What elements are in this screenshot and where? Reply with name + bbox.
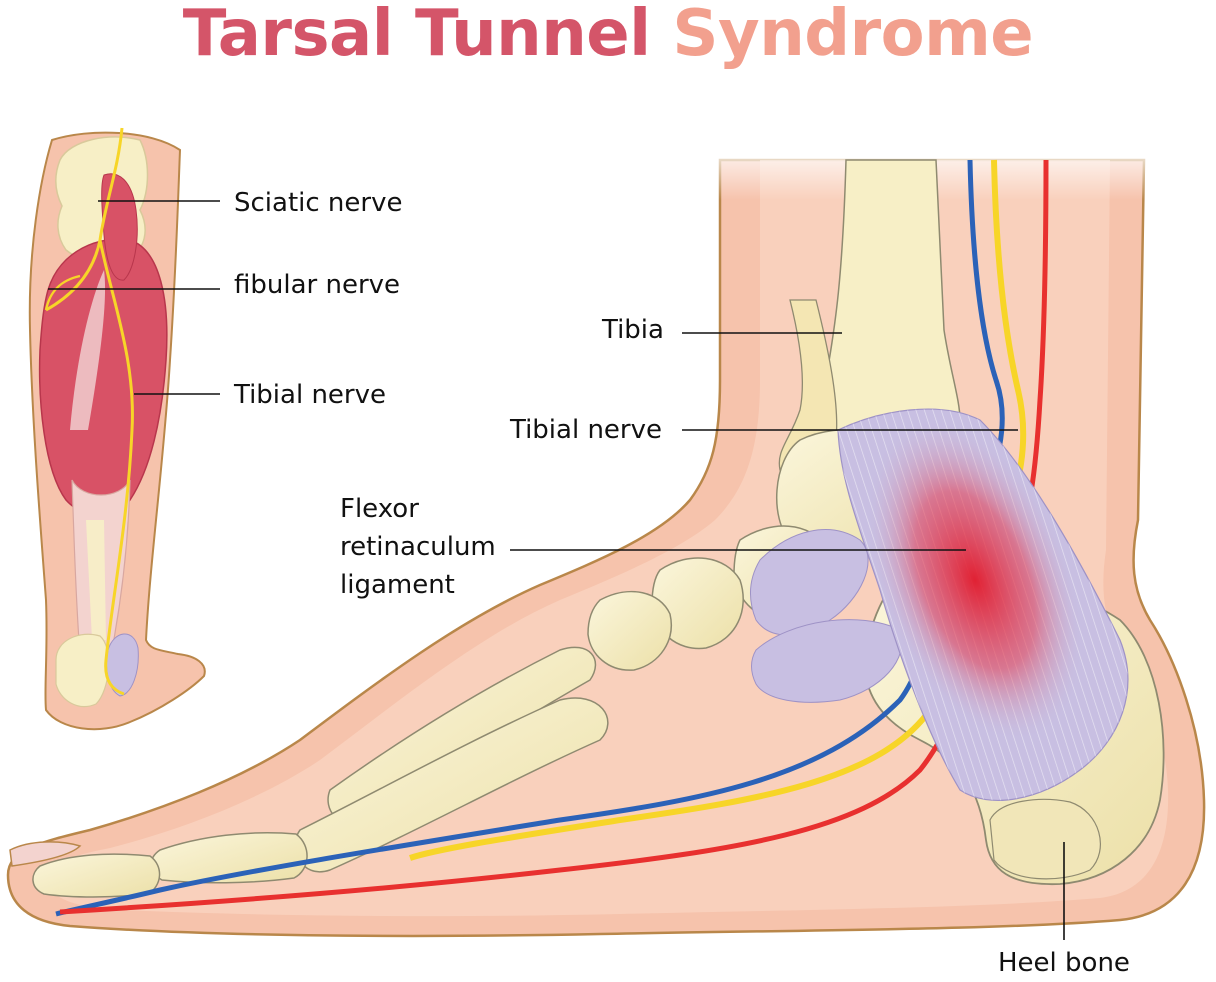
leg-tendon-highlight: [70, 270, 106, 430]
title-part1: Tarsal Tunnel: [182, 0, 651, 71]
inflammation-glow: [866, 418, 1084, 742]
label-tibial-nerve-ankle: Tibial nerve: [510, 415, 663, 445]
leg-lower-bones: [86, 520, 106, 640]
label-tibial-nerve-leg: Tibial nerve: [234, 380, 387, 410]
label-heel-bone: Heel bone: [998, 948, 1130, 978]
label-fibular-nerve: fibular nerve: [234, 270, 401, 300]
foot-illustration: [6, 140, 1206, 938]
cuneiform-bone-2: [587, 590, 672, 671]
vein-line: [55, 159, 1005, 917]
leg-overview: [20, 110, 206, 731]
metatarsal-bone-2: [294, 697, 609, 873]
heel-bone-base: [989, 798, 1101, 880]
leg-heel-bone: [55, 633, 110, 708]
artery-line: [59, 159, 1049, 915]
toenail: [9, 841, 82, 867]
leader-lines: [48, 200, 1065, 940]
label-sciatic-nerve: Sciatic nerve: [234, 188, 403, 218]
ligament-lower-band: [751, 619, 903, 703]
foot-top-fade: [700, 140, 1180, 200]
diagram-title: Tarsal Tunnel Syndrome: [0, 0, 1216, 74]
leg-sciatic-nerve-line: [45, 127, 124, 312]
label-flexor-retinaculum: Flexor retinaculum ligament: [340, 494, 496, 600]
ligament-small-band: [749, 529, 869, 636]
leg-fibular-nerve-line: [44, 274, 81, 311]
leg-tibial-nerve-line: [98, 239, 134, 696]
leg-top-fade: [20, 110, 200, 160]
label-tibia: Tibia: [602, 315, 664, 345]
title-part2: Syndrome: [672, 0, 1034, 71]
